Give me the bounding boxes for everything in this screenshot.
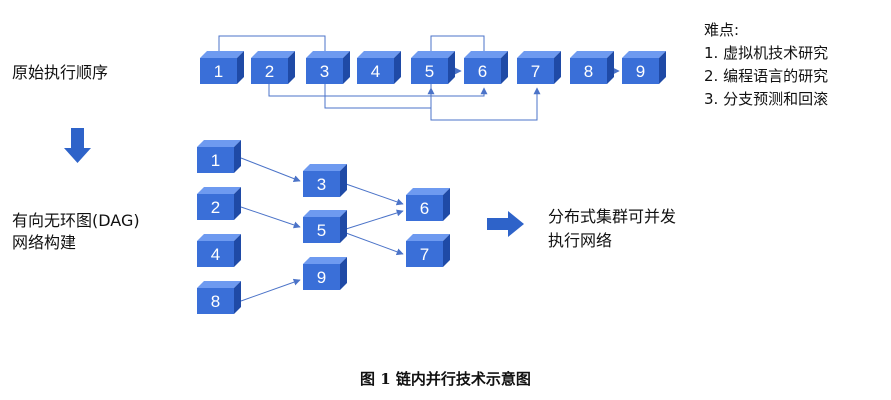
dag-node-7: 7 [406,234,450,267]
sequence-box-1: 1 [200,51,244,84]
difficulties-panel: 难点: 1. 虚拟机技术研究 2. 编程语言的研究 3. 分支预测和回滚 [704,19,828,111]
dep-1-to-3 [218,35,329,59]
dag-node-1: 1 [197,140,241,173]
box-number: 4 [371,62,380,81]
sequence-box-4: 4 [357,51,401,84]
difficulties-title: 难点: [704,21,740,39]
sequence-box-2: 2 [251,51,295,84]
result-label-line2: 执行网络 [548,231,613,250]
sequence-box-9: 9 [622,51,666,84]
dag-node-3: 3 [303,164,347,197]
difficulty-item: 2. 编程语言的研究 [704,67,829,85]
sequence-boxes: 1 2 3 4 5 6 7 8 9 [200,51,666,84]
dag-node-9: 9 [303,257,347,290]
dag-edge-8-9 [240,278,301,302]
dag-edge-3-6 [345,183,404,206]
box-number: 1 [211,151,220,170]
box-number: 7 [420,245,429,264]
dag-node-4: 4 [197,234,241,267]
box-number: 2 [211,198,220,217]
sequence-box-7: 7 [517,51,561,84]
dep-5-to-6 [430,35,488,59]
dag-node-8: 8 [197,281,241,314]
difficulty-item: 3. 分支预测和回滚 [704,90,829,108]
right-arrow [487,211,524,237]
box-number: 4 [211,245,220,264]
dag-edge-2-5 [240,206,301,229]
dag-edge-5-7 [345,232,404,256]
dag-node-6: 6 [406,188,450,221]
box-number: 9 [317,268,326,287]
figure-caption: 图 1 链内并行技术示意图 [360,370,531,388]
dag-label-line2: 网络构建 [12,233,77,252]
box-number: 3 [320,62,329,81]
box-number: 8 [211,292,220,311]
box-number: 7 [531,62,540,81]
box-number: 1 [214,62,223,81]
sequence-box-3: 3 [306,51,350,84]
box-number: 9 [636,62,645,81]
dag-label-line1: 有向无环图(DAG) [12,211,140,230]
dep-5-to-7 [430,84,541,121]
dag-node-2: 2 [197,187,241,220]
dag-node-5: 5 [303,210,347,243]
sequence-box-8: 8 [570,51,614,84]
difficulty-item: 1. 虚拟机技术研究 [704,44,829,62]
box-number: 6 [420,199,429,218]
dep-2-to-6 [268,84,488,97]
box-number: 3 [317,175,326,194]
box-number: 8 [584,62,593,81]
original-order-label: 原始执行顺序 [12,63,109,82]
result-label-line1: 分布式集群可并发 [548,207,677,226]
dag-edge-1-3 [240,157,301,182]
box-number: 2 [265,62,274,81]
box-number: 5 [425,62,434,81]
dag-edges [240,157,404,302]
dag-boxes: 1 2 4 8 3 5 9 6 7 [197,140,450,314]
sequence-box-6: 6 [464,51,508,84]
dag-edge-5-6 [345,209,404,230]
box-number: 5 [317,221,326,240]
down-arrow [64,128,91,163]
box-number: 6 [478,62,487,81]
sequence-box-5: 5 [411,51,455,84]
